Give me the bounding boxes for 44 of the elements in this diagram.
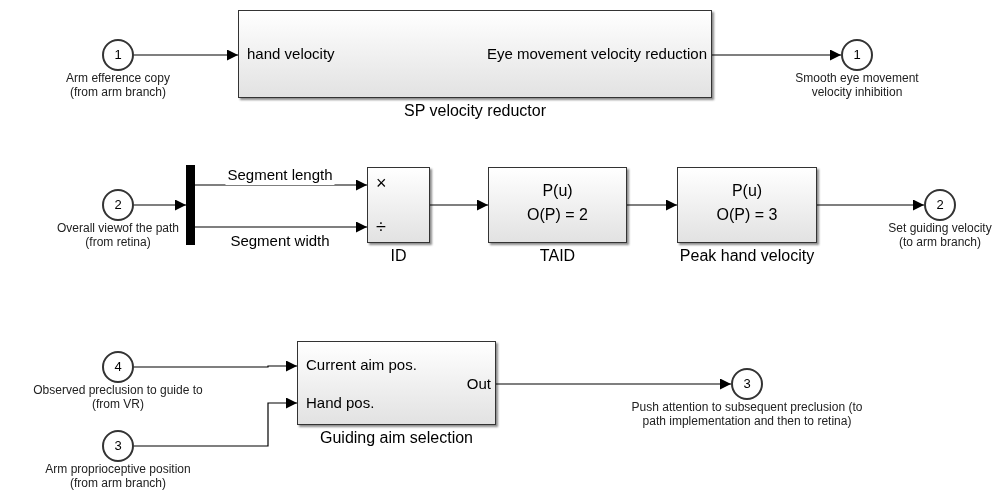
port-number: 1 (113, 45, 123, 64)
port-caption: Set guiding velocity (to arm branch) (887, 221, 993, 250)
edge-label: Segment width (228, 232, 332, 251)
block-formula: P(u) (541, 181, 574, 201)
arrow (133, 199, 187, 211)
mux-bar (186, 165, 195, 245)
arrow (133, 360, 298, 372)
port-caption: Smooth eye movement velocity inhibition (794, 71, 920, 100)
arrow (711, 49, 842, 61)
block-label: ID (390, 246, 407, 266)
port-number: 2 (113, 195, 123, 214)
port-number: 1 (852, 45, 862, 64)
arrow (429, 199, 489, 211)
port-label: Hand pos. (306, 394, 375, 413)
block-formula: P(u) (730, 181, 764, 201)
port-label: Eye movement velocity reduction (486, 44, 707, 64)
port-caption: Arm efference copy (from arm branch) (65, 71, 171, 100)
edge-label: Segment length (225, 166, 335, 185)
arrow (194, 179, 368, 191)
port-caption: Arm proprioceptive position (from arm branch) (44, 462, 192, 491)
block-label: TAID (539, 246, 576, 266)
port-number: 3 (742, 374, 752, 393)
port-label: Current aim pos. (306, 356, 417, 375)
block-formula: O(P) = 2 (526, 205, 589, 225)
arrow (816, 199, 925, 211)
arrow (133, 49, 239, 61)
port-caption: Push attention to subsequent preclusion (to path implementation and then to retina) (630, 400, 864, 429)
multiply-sign: × (376, 172, 387, 195)
block-label: Guiding aim selection (320, 428, 473, 448)
divide-sign: ÷ (376, 215, 386, 238)
port-number: 3 (113, 436, 123, 455)
port-label: hand velocity (247, 44, 335, 64)
port-caption: Observed preclusion to guide to (from VR) (32, 383, 204, 412)
port-number: 4 (113, 357, 123, 376)
block-label: Peak hand velocity (679, 246, 815, 266)
port-label: Out (466, 375, 491, 394)
block-formula: O(P) = 3 (715, 205, 779, 225)
arrow (495, 378, 732, 390)
port-number: 2 (935, 195, 945, 214)
block-label: SP velocity reductor (404, 101, 546, 121)
port-caption: Overall viewof the path (from retina) (55, 221, 181, 250)
arrow (194, 221, 368, 233)
arrow (626, 199, 678, 211)
arrow (133, 397, 298, 447)
